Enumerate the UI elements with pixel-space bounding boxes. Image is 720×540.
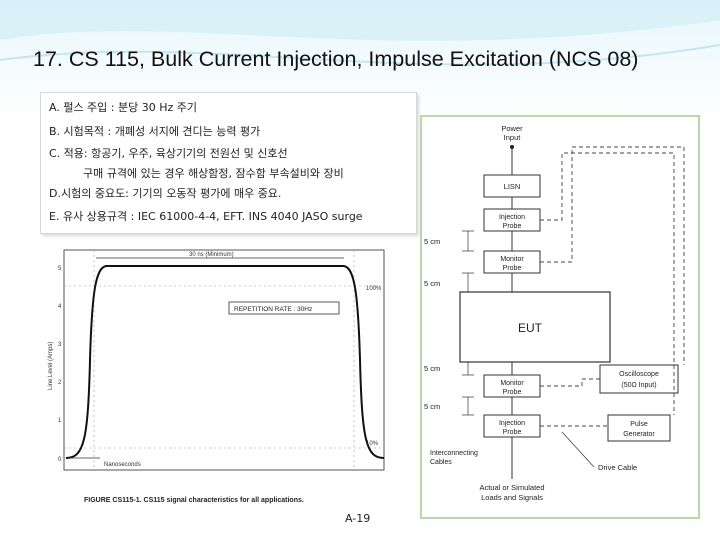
injection-probe-top-label-2: Probe <box>503 223 522 230</box>
notes-box: A. 펄스 주입 : 분당 30 Hz 주기 B. 시험목적 : 개폐성 서지에… <box>40 92 417 234</box>
y-tick-1: 1 <box>58 418 62 424</box>
power-input-label-1: Power <box>501 124 523 133</box>
interconnecting-cables-label-1: Interconnecting <box>430 450 478 457</box>
y-tick-2: 2 <box>58 380 62 386</box>
injection-probe-bottom-label-2: Probe <box>503 429 522 436</box>
pulse-generator-label-2: Generator <box>623 431 655 438</box>
y-tick-4: 4 <box>58 304 62 310</box>
injection-probe-bottom-label-1: Injection <box>499 420 525 427</box>
oscilloscope-box <box>599 364 679 394</box>
pct-10-label: 10% <box>366 441 379 447</box>
monitor-probe-top-label-2: Probe <box>503 265 522 272</box>
eut-label: EUT <box>518 321 543 335</box>
note-c-cont: 구매 규격에 있는 경우 해상함정, 잠수함 부속설비와 장비 <box>83 167 344 180</box>
spacing-label-2: 5 cm <box>424 279 440 288</box>
setup-diagram: Power Input LISN Injection Probe Monitor… <box>424 124 685 502</box>
waveform-figure: 5 4 3 2 1 0 Line Level (Amps) 30 ns (Min… <box>48 249 385 504</box>
drive-cable-label: Drive Cable <box>598 463 637 472</box>
y-tick-5: 5 <box>58 266 62 272</box>
setup-diagram-frame: Power Input LISN Injection Probe Monitor… <box>420 115 700 519</box>
monitor-probe-bottom-label-2: Probe <box>503 389 522 396</box>
figure-caption: FIGURE CS115-1. CS115 signal characteris… <box>84 497 304 504</box>
pulse-generator-label-1: Pulse <box>630 421 648 428</box>
pct-100-label: 100% <box>366 286 382 292</box>
power-input-terminal <box>510 145 514 149</box>
loads-label-1: Actual or Simulated <box>479 483 544 492</box>
power-input-label-2: Input <box>504 133 522 142</box>
y-tick-3: 3 <box>58 342 62 348</box>
eut-box <box>459 291 611 363</box>
y-tick-0: 0 <box>58 457 62 463</box>
note-a: A. 펄스 주입 : 분당 30 Hz 주기 <box>49 101 198 114</box>
rep-rate-label: REPETITION RATE : 30Hz <box>234 306 312 313</box>
loads-label-2: Loads and Signals <box>481 493 543 502</box>
y-axis-label: Line Level (Amps) <box>48 342 54 390</box>
injection-probe-top-label-1: Injection <box>499 214 525 221</box>
spacing-label-4: 5 cm <box>424 402 440 411</box>
slide-background-swoosh <box>0 0 720 66</box>
lisn-label: LISN <box>504 182 521 191</box>
spacing-label-1: 5 cm <box>424 237 440 246</box>
monitor-probe-top-label-1: Monitor <box>500 256 524 263</box>
rep-rate-box <box>228 301 340 315</box>
oscilloscope-label-1: Oscilloscope <box>619 371 659 378</box>
spacing-label-3: 5 cm <box>424 364 440 373</box>
pulse-generator-box <box>607 414 671 442</box>
pulse-waveform <box>65 265 385 459</box>
oscilloscope-label-2: (50Ω Input) <box>621 382 656 389</box>
note-e: E. 유사 상용규격 : IEC 61000-4-4, EFT. INS 404… <box>49 210 363 223</box>
note-b: B. 시험목적 : 개폐성 서지에 견디는 능력 평가 <box>49 125 261 138</box>
page-number: A-19 <box>345 512 371 525</box>
monitor-probe-bottom-label-1: Monitor <box>500 380 524 387</box>
note-c: C. 적용: 항공기, 우주, 육상기기의 전원선 및 신호선 <box>49 147 288 160</box>
waveform-frame <box>63 249 385 471</box>
slide-title: 17. CS 115, Bulk Current Injection, Impu… <box>33 47 639 71</box>
width-label: 30 ns (Minimum) <box>189 252 234 258</box>
rise-label: Nanoseconds <box>104 462 141 468</box>
interconnecting-cables-label-2: Cables <box>430 459 452 466</box>
note-d: D.시험의 중요도: 기기의 오동작 평가에 매우 중요. <box>49 187 282 200</box>
